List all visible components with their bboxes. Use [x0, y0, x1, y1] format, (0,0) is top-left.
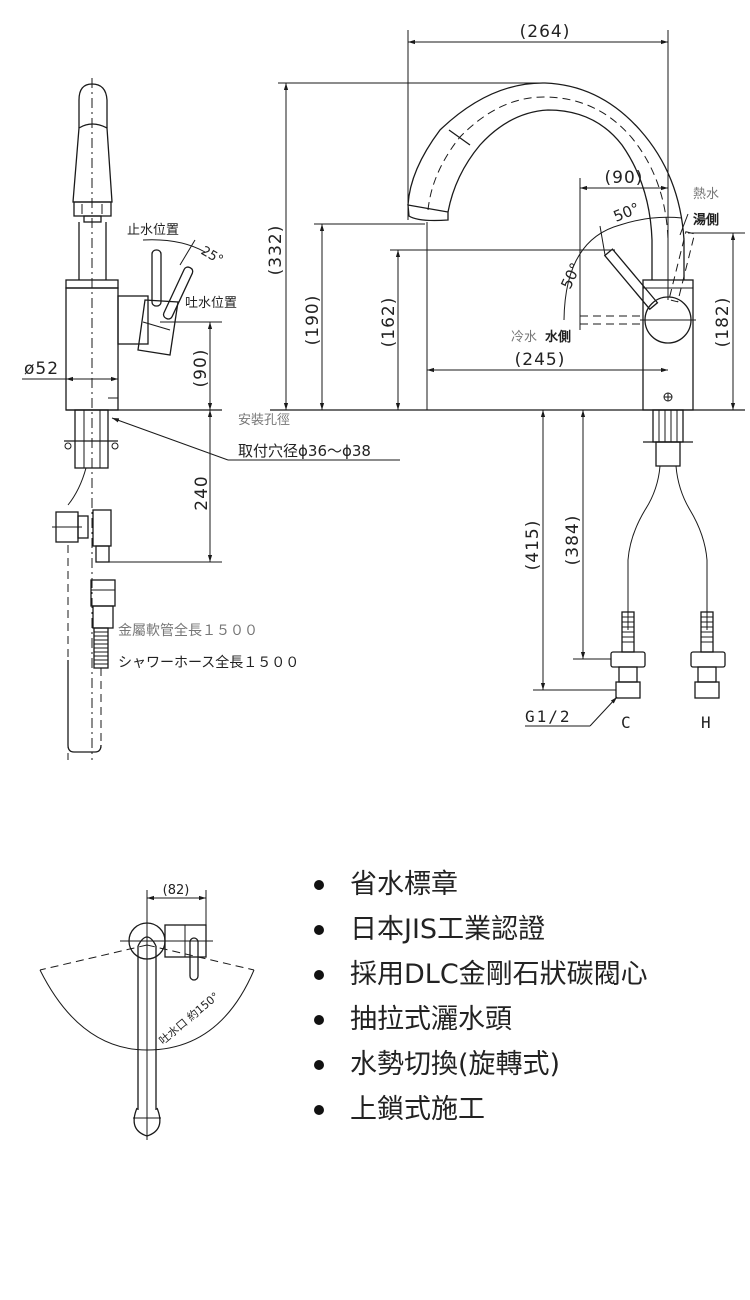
dim-spout-reach: (245) [515, 350, 566, 370]
lever-angle-label: 25° [198, 244, 225, 269]
dim-reach: (264) [520, 22, 571, 42]
dim-spout-height: (190) [303, 295, 323, 346]
dim-top-width: (82) [163, 883, 190, 898]
tee-fitting [92, 509, 112, 547]
feature-item: 上鎖式施工 [312, 1087, 648, 1132]
dim-pipe-384: (384) [563, 515, 583, 566]
label-mount-hole-gray: 安裝孔徑 [238, 413, 290, 428]
spout-outer [407, 82, 685, 280]
lever-handle-base [137, 299, 179, 356]
bullet-icon [314, 925, 324, 935]
cold-fitting-flange [610, 651, 646, 668]
label-hose: シャワーホース全長１５００ [118, 654, 299, 671]
label-cold-inlet: C [621, 713, 633, 732]
hot-fitting-flange [690, 651, 726, 668]
spray-head-top [78, 83, 108, 128]
front-spray-nozzle [407, 204, 449, 222]
bullet-icon [314, 1060, 324, 1070]
hot-fitting-nut [694, 681, 720, 699]
mount-shank [74, 409, 109, 469]
top-spray-head [133, 1107, 161, 1137]
bullet-icon [314, 1105, 324, 1115]
spout-centerline [427, 96, 669, 241]
label-spout-position: 吐水位置 [185, 296, 237, 311]
label-swing: 吐水口 約150° [156, 989, 222, 1047]
top-lever [189, 937, 199, 981]
bullet-icon [314, 970, 324, 980]
cold-supply-hose [627, 465, 661, 630]
top-spout [137, 946, 157, 1110]
swing-arc [39, 969, 255, 1051]
front-view: (264) (332) (190) (162) [266, 22, 745, 732]
bullet-icon [314, 880, 324, 890]
label-thread: G1/2 [525, 707, 572, 726]
feature-item: 省水標章 [312, 862, 648, 907]
bullet-icon [314, 1015, 324, 1025]
spout-inner [447, 109, 653, 280]
dim-lever-offset: (90) [605, 168, 644, 188]
hose-loop [67, 660, 102, 753]
feature-list: 省水標章 日本JIS工業認證 採用DLC金剛石狀碳閥心 抽拉式灑水頭 水勢切換(… [312, 862, 648, 1132]
dim-pipe-415: (415) [523, 520, 543, 571]
label-cold: 水側 [545, 329, 571, 345]
label-hot-gray: 熱水 [693, 187, 719, 202]
dim-hot-lever-height: (182) [713, 297, 733, 348]
label-hot-inlet: H [701, 713, 713, 732]
front-shank [652, 409, 684, 443]
hose-connector [90, 579, 116, 607]
label-stop-position: 止水位置 [127, 223, 179, 238]
angle-upper-label: 50° [611, 199, 642, 226]
feature-item: 抽拉式灑水頭 [312, 997, 648, 1042]
lever-spout-position [162, 266, 194, 320]
dim-lever-height: (90) [191, 349, 211, 388]
lever-boss [117, 295, 149, 345]
dim-supply-length: 240 [192, 475, 212, 510]
spray-head-body [72, 123, 113, 203]
label-cold-gray: 冷水 [511, 330, 537, 345]
spray-head-joint [448, 129, 471, 146]
dim-total-height: (332) [266, 225, 286, 276]
angle-lower-label: 50° [557, 260, 585, 292]
lever-swing-arc [563, 216, 683, 321]
side-view: 止水位置 25° 吐水位置 (90) ø52 安裝孔徑 取付穴径ϕ36～ϕ38 [22, 78, 400, 760]
dim-body-diameter: ø52 [24, 359, 59, 379]
top-view: (82) 吐水口 約150° [39, 883, 255, 1140]
feature-item: 日本JIS工業認證 [312, 907, 648, 952]
label-hot: 湯側 [693, 212, 719, 228]
label-hose-gray: 金屬軟管全長１５００ [118, 622, 258, 639]
feature-item: 採用DLC金剛石狀碳閥心 [312, 952, 648, 997]
cold-fitting-nut [615, 681, 641, 699]
hose [67, 467, 87, 506]
hot-supply-hose [675, 465, 708, 630]
front-lever-cold [603, 248, 659, 311]
dim-lever-top-height: (162) [379, 297, 399, 348]
label-mount-hole: 取付穴径ϕ36～ϕ38 [238, 442, 371, 460]
feature-item: 水勢切換(旋轉式) [312, 1042, 648, 1087]
lever-stop-position [151, 249, 162, 307]
